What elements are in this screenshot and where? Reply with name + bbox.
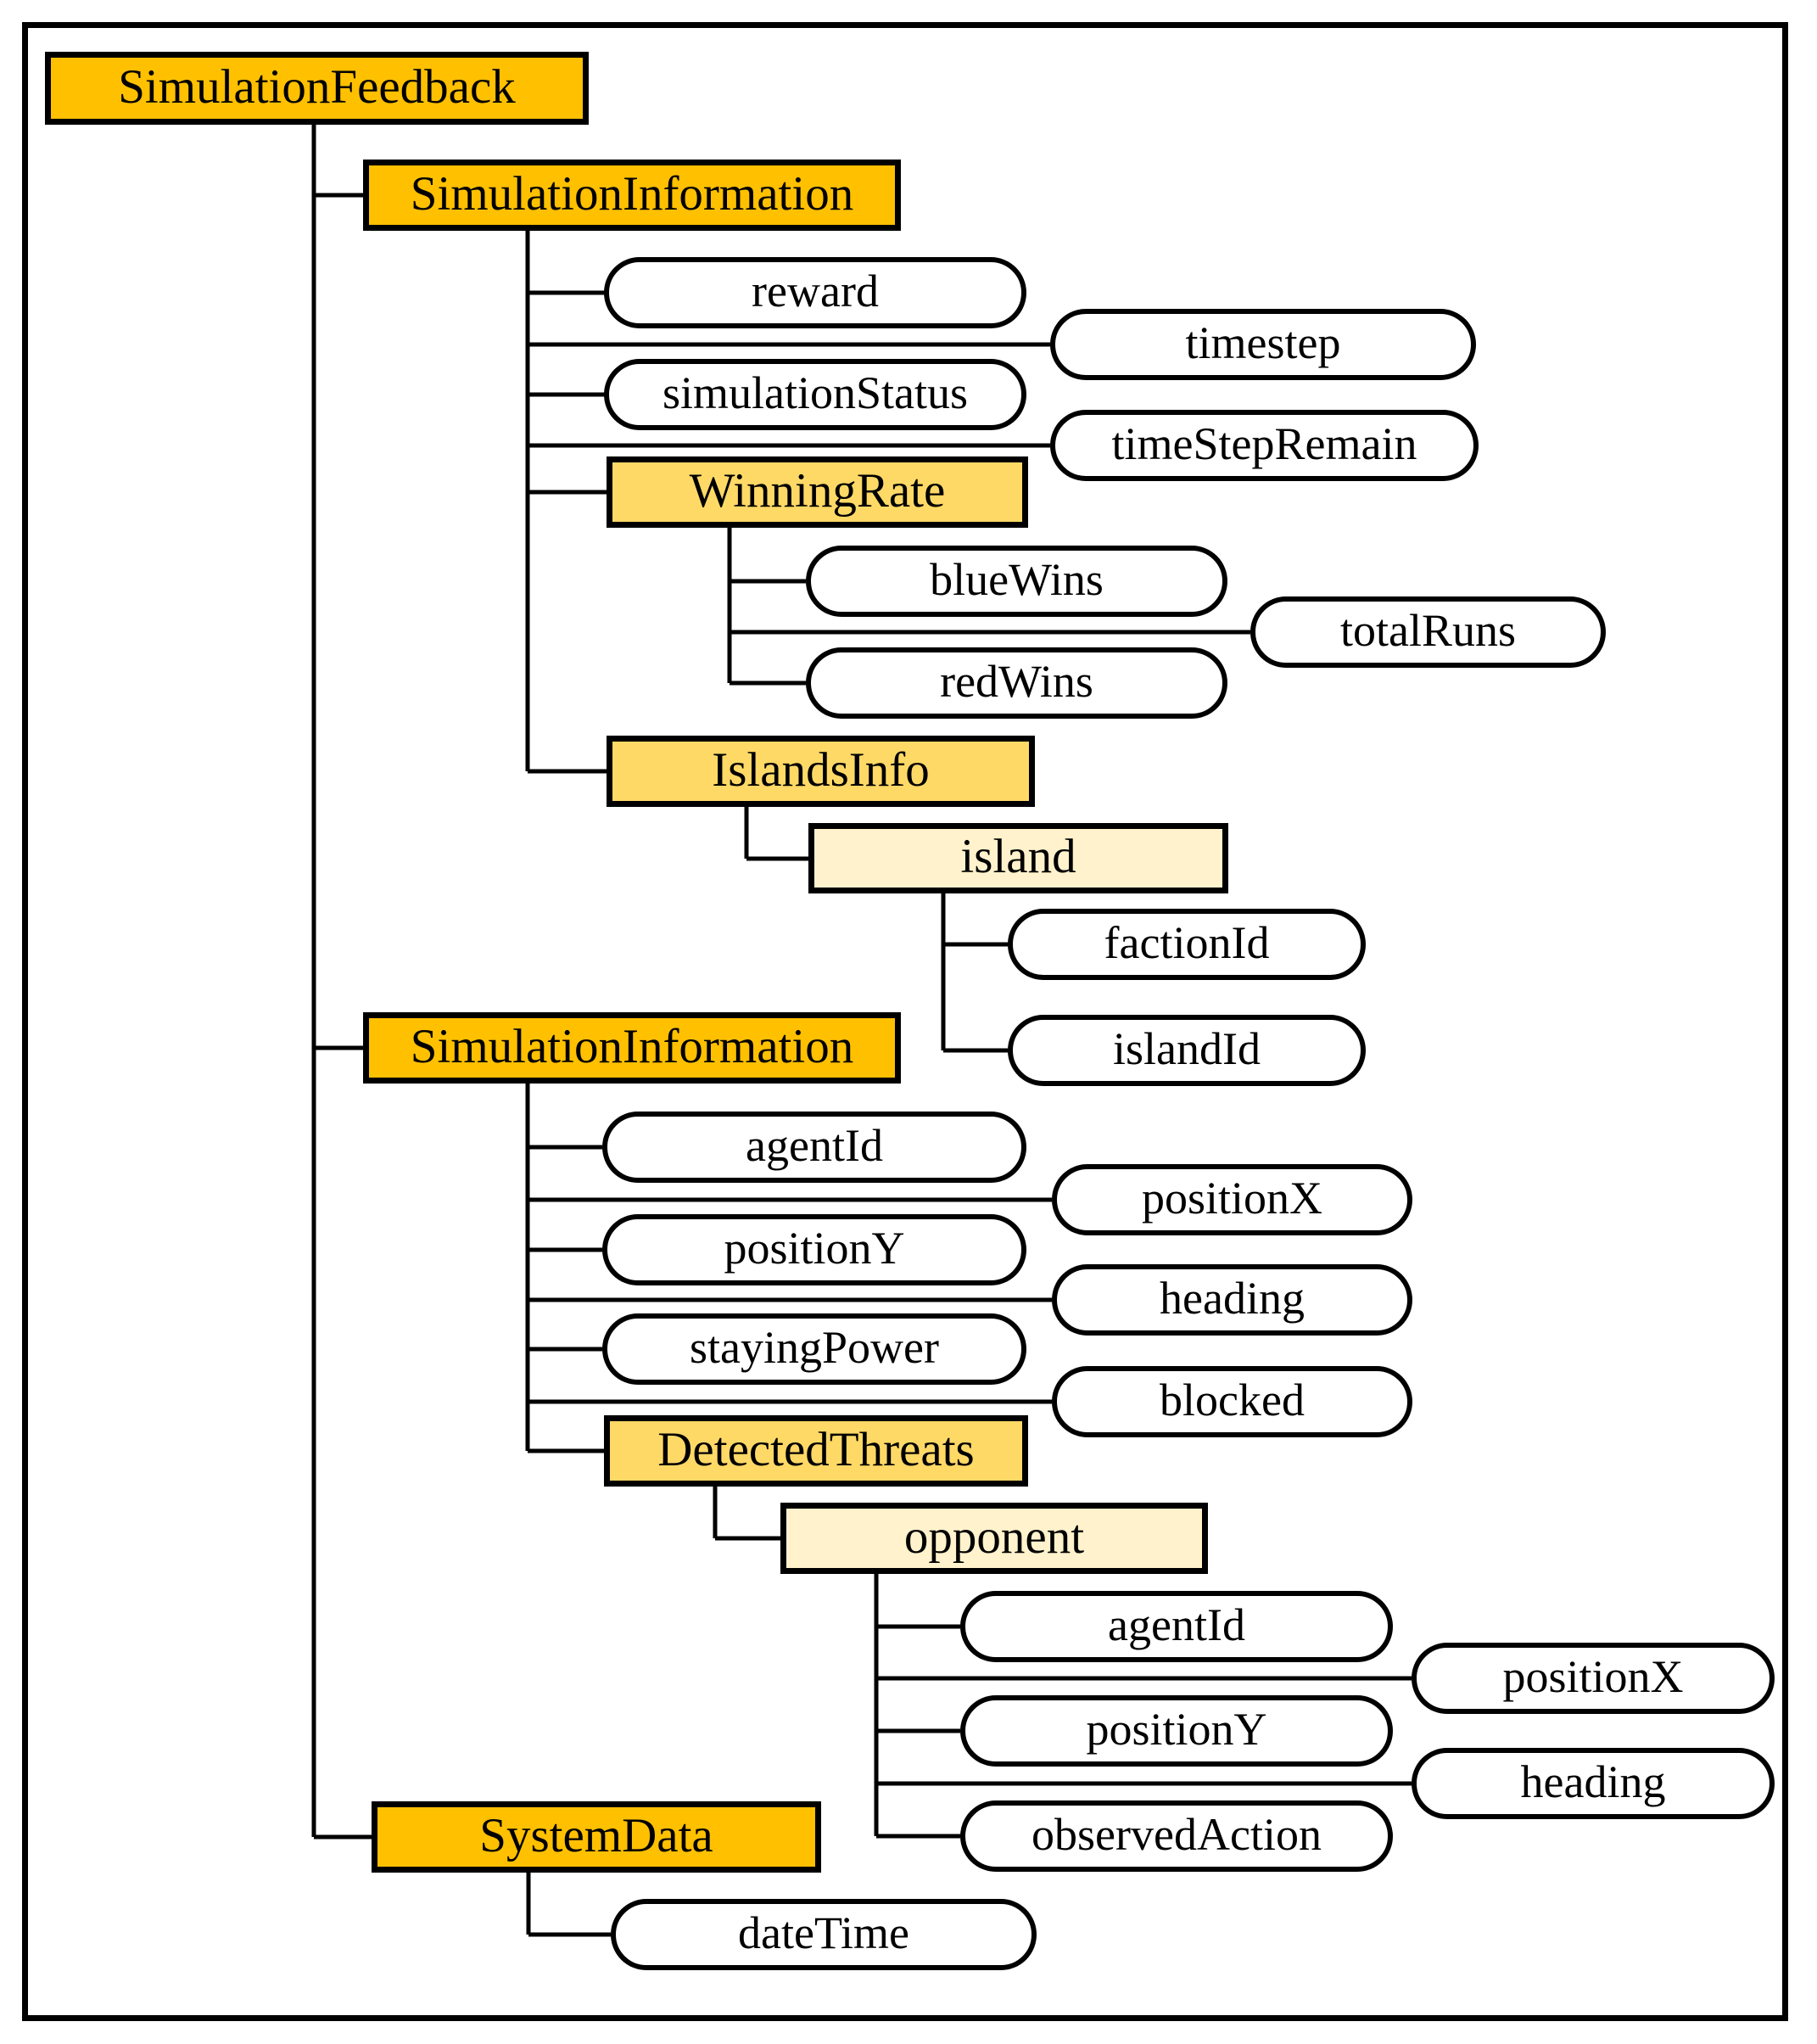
node-label: SimulationFeedback [118, 59, 516, 114]
node-label: factionId [1104, 917, 1270, 968]
node-blocked: blocked [1052, 1366, 1412, 1437]
node-positiony-1: positionY [602, 1214, 1026, 1285]
node-label: stayingPower [690, 1322, 939, 1373]
node-label: blocked [1160, 1375, 1305, 1425]
node-systemdata: SystemData [372, 1801, 821, 1873]
node-detectedthreats: DetectedThreats [604, 1415, 1028, 1487]
node-label: SimulationInformation [410, 166, 854, 221]
node-simulationinformation-2: SimulationInformation [363, 1012, 901, 1084]
node-positionx-1: positionX [1052, 1164, 1412, 1235]
node-label: timeStepRemain [1111, 418, 1417, 469]
node-agentid-1: agentId [602, 1112, 1026, 1183]
node-label: totalRuns [1339, 605, 1516, 656]
node-islandid: islandId [1008, 1015, 1366, 1086]
node-label: reward [752, 266, 879, 316]
node-label: dateTime [738, 1907, 909, 1958]
node-heading-2: heading [1412, 1748, 1775, 1819]
node-islandsinfo: IslandsInfo [607, 736, 1035, 807]
node-label: timestep [1185, 317, 1341, 368]
node-label: island [960, 830, 1076, 883]
node-label: islandId [1113, 1023, 1261, 1074]
node-stayingpower: stayingPower [602, 1313, 1026, 1385]
node-label: heading [1160, 1273, 1305, 1324]
node-label: redWins [940, 656, 1093, 707]
node-label: simulationStatus [662, 367, 969, 418]
node-heading-1: heading [1052, 1264, 1412, 1336]
node-reward: reward [604, 257, 1026, 328]
node-observedaction: observedAction [960, 1800, 1393, 1872]
node-label: positionY [724, 1223, 905, 1274]
node-positiony-2: positionY [960, 1695, 1393, 1767]
node-label: opponent [903, 1509, 1085, 1564]
connector-path [311, 125, 1412, 1937]
node-label: DetectedThreats [657, 1422, 975, 1476]
node-datetime: dateTime [611, 1899, 1037, 1970]
node-redwins: redWins [806, 647, 1227, 719]
node-label: WinningRate [689, 463, 946, 518]
node-label: positionX [1141, 1173, 1323, 1224]
node-label: positionX [1502, 1651, 1684, 1702]
node-label: agentId [746, 1120, 883, 1171]
node-opponent: opponent [780, 1503, 1208, 1574]
node-simulationstatus: simulationStatus [604, 359, 1026, 430]
node-label: SimulationInformation [410, 1019, 854, 1073]
node-winningrate: WinningRate [607, 456, 1028, 528]
node-label: IslandsInfo [712, 742, 930, 797]
node-bluewins: blueWins [806, 546, 1227, 617]
node-label: blueWins [930, 554, 1104, 605]
node-timestepremain: timeStepRemain [1050, 410, 1479, 481]
node-agentid-2: agentId [960, 1591, 1393, 1662]
node-factionid: factionId [1008, 909, 1366, 980]
node-island: island [808, 823, 1228, 893]
node-label: heading [1520, 1756, 1666, 1807]
node-label: SystemData [479, 1808, 713, 1862]
node-totalruns: totalRuns [1250, 596, 1606, 668]
node-label: positionY [1086, 1704, 1267, 1755]
node-timestep: timestep [1050, 309, 1476, 380]
node-simulationfeedback: SimulationFeedback [45, 52, 589, 125]
node-label: agentId [1108, 1599, 1245, 1650]
node-positionx-2: positionX [1412, 1643, 1775, 1714]
diagram-border [22, 22, 1788, 2021]
node-label: observedAction [1031, 1809, 1322, 1860]
node-simulationinformation-1: SimulationInformation [363, 160, 901, 231]
